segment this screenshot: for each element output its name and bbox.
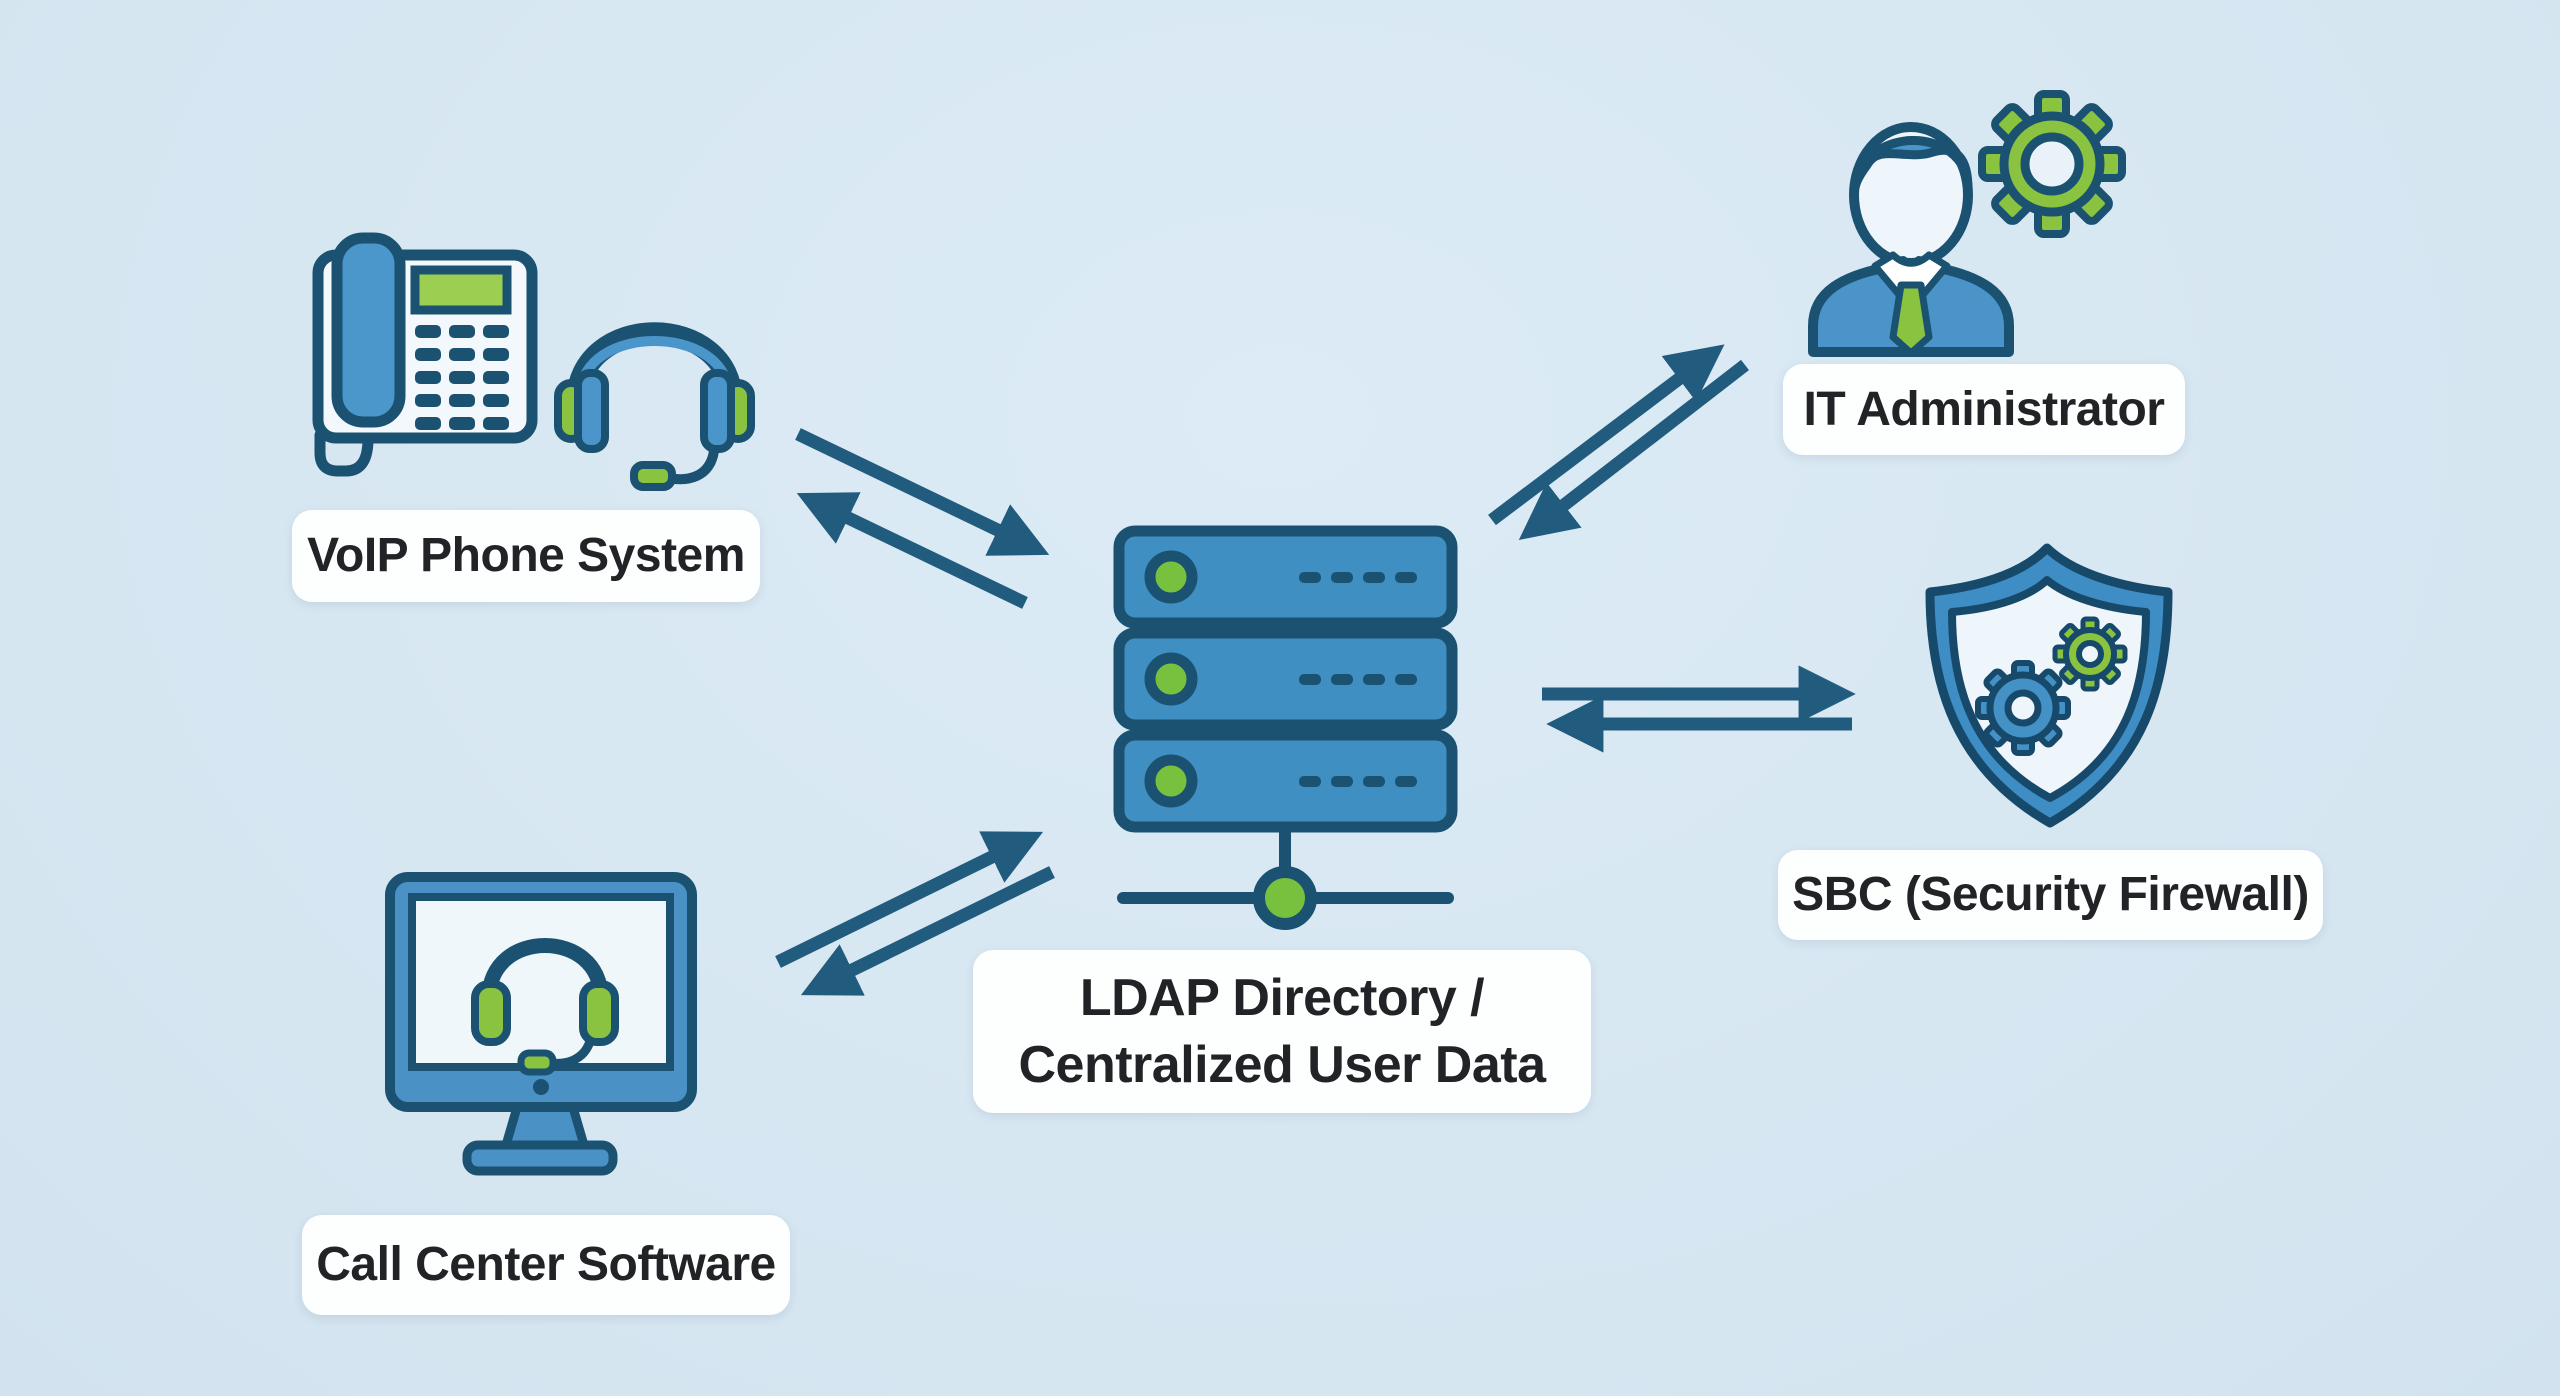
phone-screen <box>410 265 512 315</box>
arrow-voip-ldap <box>795 428 1050 609</box>
label-voip-phone-system: VoIP Phone System <box>292 510 760 602</box>
left-earcup <box>471 980 511 1046</box>
gear-icon <box>2052 616 2128 692</box>
person-tie <box>1889 281 1933 357</box>
left-earcup <box>574 369 609 453</box>
server-units <box>1113 525 1458 833</box>
label-text: VoIP Phone System <box>307 529 745 583</box>
right-earcup <box>579 980 619 1046</box>
phone-cord <box>314 419 374 477</box>
label-sbc-security-firewall: SBC (Security Firewall) <box>1778 850 2323 940</box>
person-hair <box>1849 136 1973 202</box>
monitor-base <box>462 1140 618 1176</box>
monitor-screen <box>408 893 674 1071</box>
label-text: SBC (Security Firewall) <box>1792 868 2309 922</box>
phone-handset <box>331 232 406 428</box>
label-text-line1: LDAP Directory / <box>1079 968 1485 1027</box>
label-text-line2: Centralized User Data <box>1018 1035 1546 1094</box>
label-it-administrator: IT Administrator <box>1783 364 2185 455</box>
person-icon <box>1808 90 2126 357</box>
network-node-icon <box>1253 866 1317 930</box>
mic-tip <box>517 1049 557 1076</box>
server-leds <box>1144 550 1198 808</box>
server-stack-icon <box>1113 525 1458 930</box>
label-text: IT Administrator <box>1803 382 2165 436</box>
right-earcup <box>700 369 735 453</box>
desk-phone-icon <box>312 232 538 477</box>
label-call-center-software: Call Center Software <box>302 1215 790 1315</box>
server-dashes <box>1299 572 1417 787</box>
arrow-ldap-sbc <box>1542 665 1856 753</box>
arrow-ldap-itadmin <box>1488 344 1749 541</box>
arrow-callcenter-ldap <box>775 831 1055 996</box>
mic-tip <box>630 461 676 491</box>
phone-keypad <box>415 325 509 430</box>
power-dot <box>533 1079 549 1095</box>
headset-icon <box>471 938 619 1076</box>
label-text: Call Center Software <box>316 1238 776 1292</box>
label-ldap-directory: LDAP Directory / Centralized User Data <box>973 950 1591 1113</box>
gear-icon <box>1978 90 2126 238</box>
monitor-icon <box>385 872 697 1176</box>
headset-icon <box>554 322 755 491</box>
shield-icon <box>1925 543 2173 828</box>
gear-icon <box>1975 660 2071 756</box>
